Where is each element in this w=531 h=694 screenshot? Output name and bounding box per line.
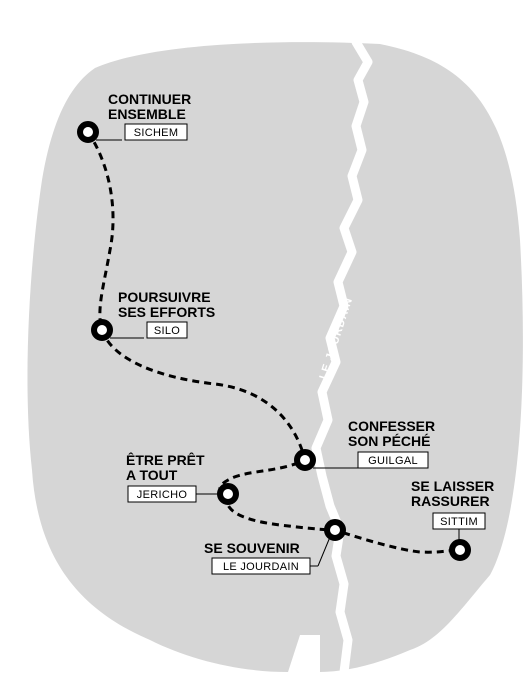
leader-line — [317, 536, 331, 567]
stop-marker — [324, 519, 346, 541]
land-area — [27, 42, 523, 672]
place-label: GUILGAL — [368, 455, 418, 467]
stop-marker — [449, 539, 471, 561]
route-path — [86, 131, 461, 554]
place-box — [124, 123, 188, 141]
place-label: SICHEM — [134, 127, 179, 139]
stop-silo[interactable]: POURSUIVRE SES EFFORTS SILO — [91, 289, 215, 341]
stop-guilgal[interactable]: CONFESSER SON PÉCHÉ GUILGAL — [294, 418, 435, 471]
stop-title: SE SOUVENIR — [204, 540, 300, 556]
place-box — [146, 321, 188, 339]
stop-le-jourdain[interactable]: SE SOUVENIR LE JOURDAIN — [204, 519, 346, 575]
stop-title: SON PÉCHÉ — [348, 433, 430, 449]
stop-title: SE LAISSER — [411, 478, 494, 494]
stop-marker — [91, 319, 113, 341]
stop-title: RASSURER — [411, 493, 490, 509]
stop-jericho[interactable]: ÊTRE PRÊT A TOUT JERICHO — [126, 451, 239, 505]
stop-title: CONTINUER — [108, 91, 191, 107]
place-label: LE JOURDAIN — [223, 561, 299, 573]
stop-title: A TOUT — [126, 467, 178, 483]
stop-marker — [77, 121, 99, 143]
stop-title: ENSEMBLE — [108, 106, 186, 122]
stop-sittim[interactable]: SE LAISSER RASSURER SITTIM — [411, 478, 494, 561]
stop-title: CONFESSER — [348, 418, 435, 434]
stop-title: ÊTRE PRÊT — [126, 451, 205, 468]
place-label: SITTIM — [440, 516, 478, 528]
place-box — [357, 451, 429, 469]
stop-marker — [217, 483, 239, 505]
river-jourdain — [311, 37, 373, 677]
stop-marker — [294, 449, 316, 471]
stop-title: SES EFFORTS — [118, 304, 215, 320]
stop-title: POURSUIVRE — [118, 289, 211, 305]
place-label: JERICHO — [137, 489, 188, 501]
stop-sichem[interactable]: CONTINUER ENSEMBLE SICHEM — [77, 91, 191, 143]
place-label: SILO — [154, 325, 180, 337]
